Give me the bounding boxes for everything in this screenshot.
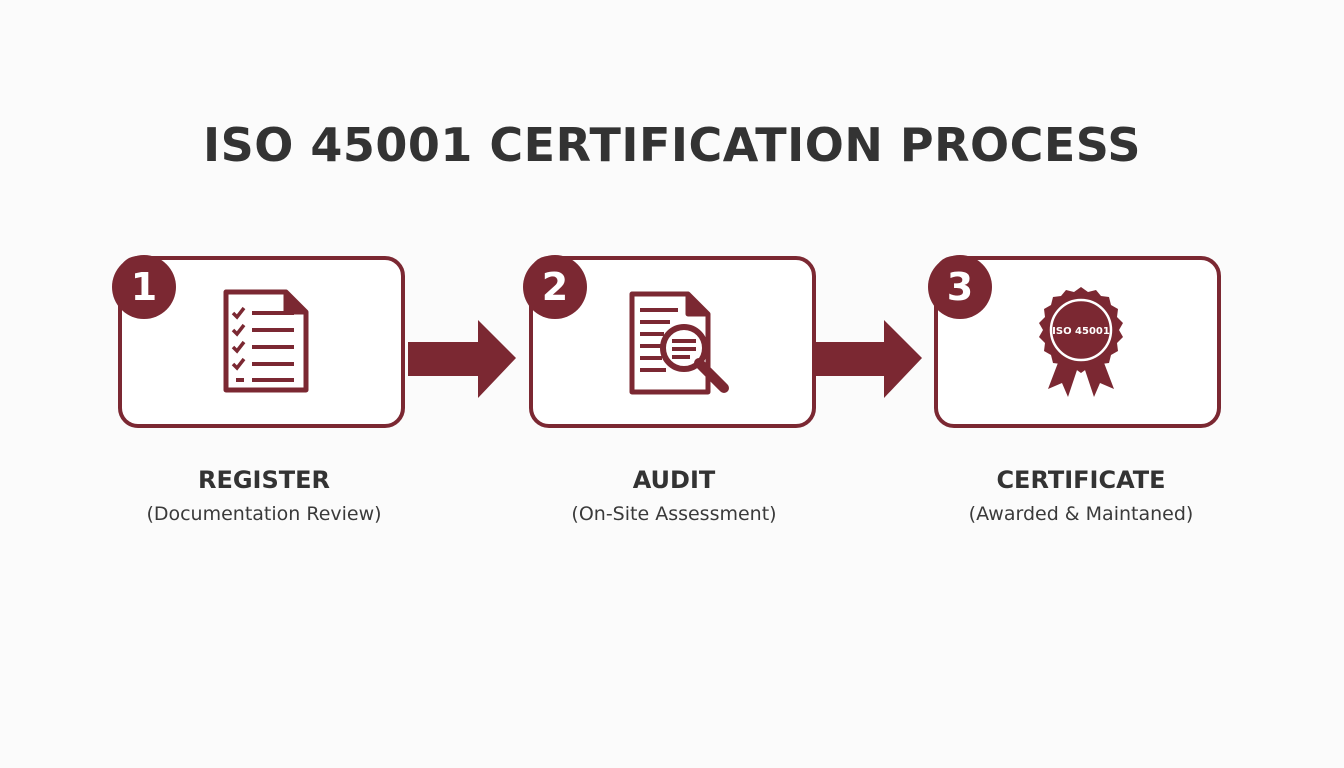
seal-text: ISO 45001 [1052, 326, 1110, 337]
page-title: ISO 45001 CERTIFICATION PROCESS [203, 118, 1141, 172]
step-2-subtitle: (On-Site Assessment) [571, 503, 777, 525]
step-3-subtitle: (Awarded & Maintaned) [968, 503, 1194, 525]
document-magnifier-icon [629, 291, 729, 395]
arrow-right-icon [814, 320, 922, 398]
step-3-name: CERTIFICATE [996, 466, 1166, 494]
step-3-number-badge: 3 [928, 255, 992, 319]
step-1-number-badge: 1 [112, 255, 176, 319]
award-seal-icon: ISO 45001 [1039, 287, 1123, 397]
step-2-name: AUDIT [632, 466, 716, 494]
arrow-right-icon [408, 320, 516, 398]
step-2-number-badge: 2 [523, 255, 587, 319]
step-1-subtitle: (Documentation Review) [146, 503, 382, 525]
checklist-document-icon [223, 289, 309, 393]
step-1-name: REGISTER [197, 466, 331, 494]
